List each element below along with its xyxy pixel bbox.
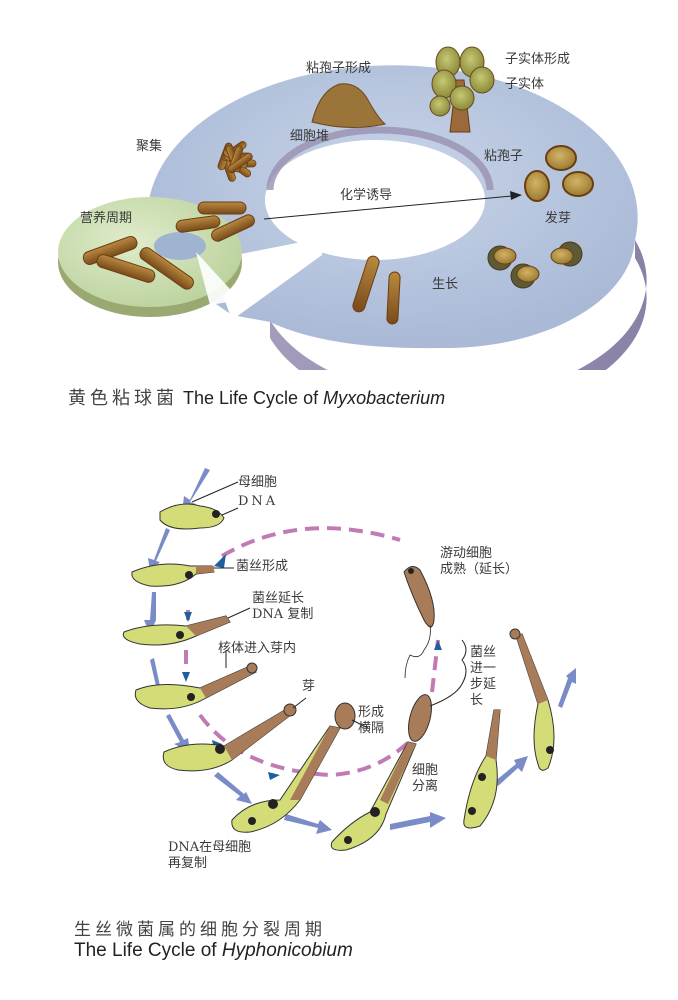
label-aggregation: 聚集 [136, 139, 163, 154]
mother-cell-3 [122, 615, 231, 646]
label-bud: 芽 [302, 679, 316, 694]
vegetative-rods [82, 201, 255, 290]
label-chemical-induction: 化学诱导 [340, 188, 393, 203]
fruiting-body [429, 46, 495, 133]
mother-cell-2 [131, 563, 215, 587]
label-nucleoid-enters-bud: 核体进入芽内 [218, 641, 297, 656]
label-mother-cell: 母细胞 [238, 475, 278, 490]
daughter-cell-a [463, 709, 501, 829]
caption-en: The Life Cycle of [183, 388, 324, 408]
disc-ring [148, 65, 647, 370]
myxospores [524, 145, 594, 202]
leader-lines [191, 481, 467, 729]
progression-arrows [144, 468, 576, 834]
label-myxospore-formation: 粘孢子形成 [306, 61, 372, 76]
label-fruiting-body-formation: 子实体形成 [505, 52, 571, 67]
label-growth: 生长 [432, 277, 459, 292]
label-hypha-formation: 菌丝形成 [236, 559, 289, 574]
caption-hyphomicrobium-en: The Life Cycle of Hyphonicobium [74, 940, 353, 962]
label-cell-separation: 细胞 分离 [412, 763, 439, 794]
label-septum-formation: 形成 横隔 [358, 705, 385, 736]
swarmer-cell [403, 566, 435, 679]
label-cell-mound: 细胞堆 [290, 129, 330, 144]
mother-cell-4 [134, 662, 258, 710]
label-fruiting-body: 子实体 [505, 77, 545, 92]
caption-species: Myxobacterium [323, 388, 446, 408]
mother-cell-1 [159, 503, 225, 530]
chemical-induction-arrow [263, 191, 522, 220]
label-hypha-further-elongation: 菌丝进一步延长 [470, 645, 497, 708]
caption2-en: The Life Cycle of [74, 940, 222, 961]
caption2-zh: 生丝微菌属的细胞分裂周期 [74, 920, 326, 940]
label-vegetative-cycle: 营养周期 [80, 211, 133, 226]
disc-hole [265, 140, 485, 260]
myxobacterium-diagram [58, 46, 647, 370]
mother-cell-6 [231, 702, 356, 833]
label-hypha-elongation: 菌丝延长 [252, 591, 305, 606]
label-dna-replication: DNA 复制 [252, 607, 314, 622]
caption-myxobacterium: 黄色粘球菌 The Life Cycle of Myxobacterium [68, 384, 445, 410]
label-swarmer-maturation: 游动细胞 成熟（延长） [440, 546, 519, 577]
dashed-arrowheads [182, 554, 442, 780]
daughter-cell-b [509, 628, 555, 771]
aggregation-cells [217, 141, 257, 182]
germinating-spores [487, 241, 583, 289]
caption-hyphomicrobium-zh: 生丝微菌属的细胞分裂周期 [74, 915, 326, 940]
label-dna: DNA [238, 494, 279, 509]
label-germination: 发芽 [545, 211, 572, 226]
cell-mound [311, 83, 387, 129]
caption-zh: 黄色粘球菌 [68, 388, 178, 409]
growth-rods [352, 255, 401, 325]
mother-cell-5 [162, 703, 297, 772]
label-myxospore: 粘孢子 [484, 149, 524, 164]
caption2-species: Hyphonicobium [221, 940, 353, 961]
label-dna-rereplication: DNA在母细胞 再复制 [168, 840, 252, 871]
